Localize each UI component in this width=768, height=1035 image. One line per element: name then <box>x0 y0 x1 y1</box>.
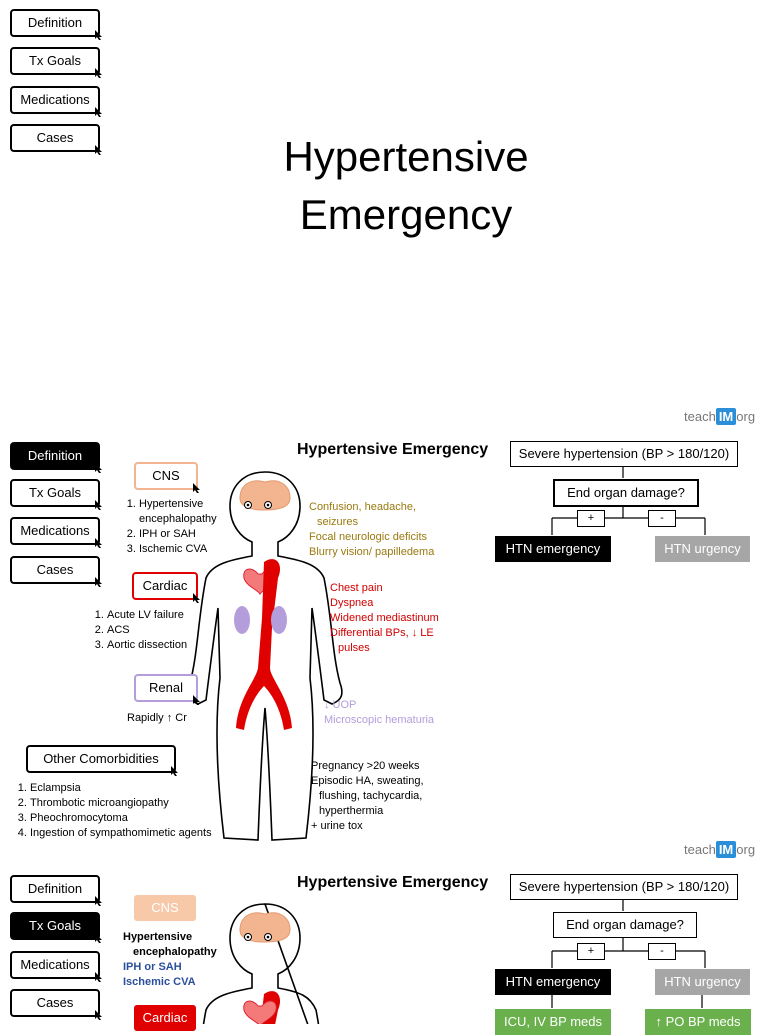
htn-urgency-box: HTN urgency <box>655 536 750 562</box>
nav-definition-button[interactable]: Definition <box>10 9 102 40</box>
cursor-icon <box>193 483 200 493</box>
po-meds-box: ↑ PO BP meds <box>645 1009 751 1035</box>
cns-button[interactable]: CNS <box>134 895 196 921</box>
cardiac-conditions-list: Acute LV failure ACS Aortic dissection <box>91 608 201 653</box>
renal-note: Rapidly ↑ Cr <box>127 712 187 724</box>
slide-title: Hypertensive Emergency <box>297 874 489 891</box>
flow-connectors-2 <box>551 995 703 1008</box>
renal-symptoms: ↓ UOP Microscopic hematuria <box>324 699 435 726</box>
nav-medications-button[interactable]: Medications <box>10 951 102 982</box>
cardiac-symptoms: Chest pain Dyspnea Widened mediastinum D… <box>330 582 439 654</box>
other-condition: Pheochromocytoma <box>30 811 234 826</box>
cursor-icon <box>95 145 102 155</box>
other-condition: Ingestion of sympathomimetic agents <box>30 826 234 841</box>
other-condition: Eclampsia <box>30 781 234 796</box>
htn-emergency-box: HTN emergency <box>495 536 611 562</box>
nav-cases-button[interactable]: Cases <box>10 556 102 587</box>
cursor-icon <box>95 972 102 982</box>
main-title-line1: Hypertensive <box>283 133 529 180</box>
cardiac-button[interactable]: Cardiac <box>132 572 200 603</box>
minus-box: - <box>648 943 676 960</box>
main-title-line2: Emergency <box>299 191 513 238</box>
cursor-icon <box>95 500 102 510</box>
icu-iv-meds-box: ICU, IV BP meds <box>495 1009 611 1035</box>
cns-conditions-list: Hypertensive encephalopathy IPH or SAH I… <box>123 497 233 557</box>
human-body-figure <box>202 903 320 1024</box>
cns-conditions-list: Hypertensive encephalopathy IPH or SAH I… <box>123 931 217 988</box>
cursor-icon <box>95 68 102 78</box>
plus-box: + <box>577 943 605 960</box>
other-comorbidities-button[interactable]: Other Comorbidities <box>26 745 178 776</box>
other-conditions-list: Eclampsia Thrombotic microangiopathy Phe… <box>14 781 234 841</box>
cursor-icon <box>95 577 102 587</box>
human-body-figure <box>187 471 343 841</box>
other-condition: Thrombotic microangiopathy <box>30 796 234 811</box>
cns-button[interactable]: CNS <box>134 462 200 493</box>
cns-symptoms: Confusion, headache, seizures Focal neur… <box>309 501 435 558</box>
cursor-icon <box>95 107 102 117</box>
nav-definition-button[interactable]: Definition <box>10 442 102 473</box>
cns-condition: Ischemic CVA <box>139 542 233 557</box>
cursor-icon <box>95 30 102 40</box>
flow-connectors <box>551 899 706 968</box>
cursor-icon <box>95 896 102 906</box>
cursor-icon <box>171 766 178 776</box>
cursor-icon <box>95 463 102 473</box>
cardiac-condition: ACS <box>107 623 201 638</box>
nav-medications-button[interactable]: Medications <box>10 517 102 548</box>
severe-htn-box: Severe hypertension (BP > 180/120) <box>510 874 738 900</box>
nav-cases-button[interactable]: Cases <box>10 989 102 1020</box>
nav-tx-goals-button[interactable]: Tx Goals <box>10 912 102 943</box>
other-symptoms: Pregnancy >20 weeks Episodic HA, sweatin… <box>311 760 424 832</box>
main-title: Hypertensive Emergency <box>0 128 768 244</box>
cns-condition: IPH or SAH <box>139 527 233 542</box>
nav-cases-button[interactable]: Cases <box>10 124 102 155</box>
cursor-icon <box>193 593 200 603</box>
nav-definition-button[interactable]: Definition <box>10 875 102 906</box>
cardiac-condition: Acute LV failure <box>107 608 201 623</box>
cursor-icon <box>95 933 102 943</box>
nav-medications-button[interactable]: Medications <box>10 86 102 117</box>
cursor-icon <box>95 538 102 548</box>
slide-title: Hypertensive Emergency <box>297 441 489 458</box>
renal-button[interactable]: Renal <box>134 674 200 705</box>
nav-tx-goals-button[interactable]: Tx Goals <box>10 479 102 510</box>
htn-emergency-box: HTN emergency <box>495 969 611 995</box>
htn-urgency-box: HTN urgency <box>655 969 750 995</box>
cardiac-condition: Aortic dissection <box>107 638 201 653</box>
nav-tx-goals-button[interactable]: Tx Goals <box>10 47 102 78</box>
plus-box: + <box>577 510 605 527</box>
cns-condition: Hypertensive encephalopathy <box>139 497 233 527</box>
cardiac-button[interactable]: Cardiac <box>134 1005 196 1031</box>
end-organ-box: End organ damage? <box>553 912 697 938</box>
end-organ-box: End organ damage? <box>553 479 699 507</box>
flow-connectors <box>551 466 706 535</box>
severe-htn-box: Severe hypertension (BP > 180/120) <box>510 441 738 467</box>
minus-box: - <box>648 510 676 527</box>
cursor-icon <box>95 1010 102 1020</box>
cursor-icon <box>193 695 200 705</box>
